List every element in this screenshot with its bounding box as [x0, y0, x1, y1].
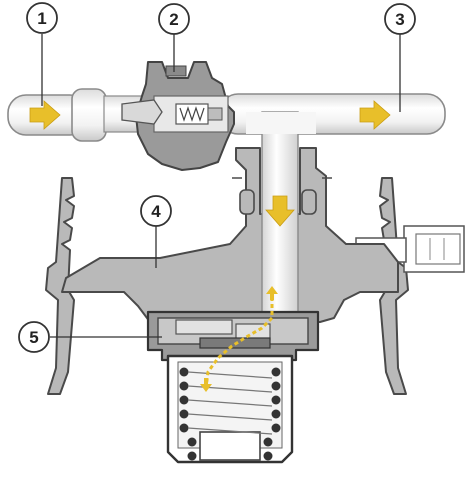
flow-arrows	[29, 100, 391, 227]
callout-3: 3	[384, 3, 416, 35]
callout-2: 2	[158, 3, 190, 35]
callout-leaders	[41, 34, 401, 338]
regulator-spring	[179, 367, 281, 461]
callout-1-label: 1	[37, 9, 46, 28]
left-mounting-clip	[45, 177, 75, 395]
callout-5-label: 5	[29, 328, 38, 347]
bypass-arrow-down-icon	[200, 378, 212, 392]
callout-4: 4	[140, 195, 172, 227]
pressure-regulator	[146, 310, 320, 362]
inlet-flow-arrow-icon	[29, 100, 61, 130]
callout-1: 1	[26, 2, 58, 34]
callout-2-label: 2	[169, 10, 178, 29]
valve-body	[61, 147, 399, 323]
inlet-fitting	[71, 88, 107, 142]
callout-5: 5	[18, 321, 50, 353]
outlet-flow-arrow-icon	[359, 100, 391, 130]
callout-3-label: 3	[395, 10, 404, 29]
bypass-arrow-up-icon	[266, 286, 278, 300]
downward-flow-arrow-icon	[265, 195, 295, 227]
bypass-flow-path	[200, 286, 278, 392]
callout-4-label: 4	[151, 202, 161, 221]
check-valve	[121, 61, 235, 171]
